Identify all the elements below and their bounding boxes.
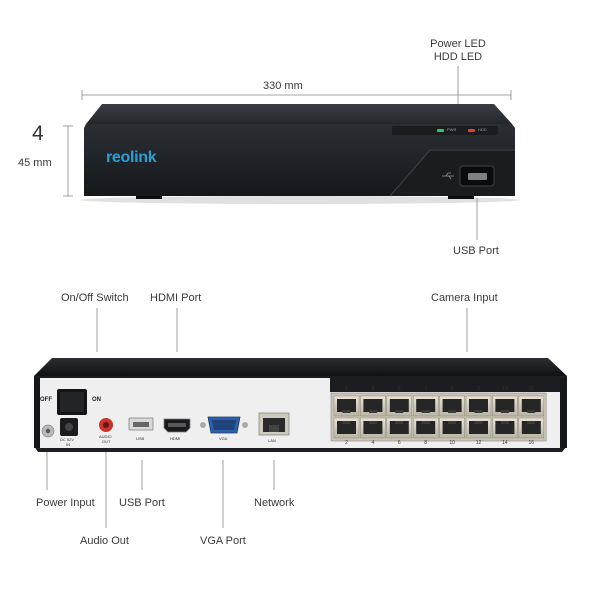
led-hdd-text: HDD	[478, 127, 487, 132]
nvr-front-view	[80, 104, 520, 204]
nvr-rear-view	[34, 358, 567, 452]
front-usb-port	[459, 165, 495, 187]
hdd-led-label: HDD LED	[433, 51, 483, 63]
panel-lan-text: LAN	[268, 438, 276, 443]
height-dimension-line	[63, 125, 73, 197]
poe-port-1	[333, 395, 360, 417]
port-number-top: 15	[528, 386, 535, 392]
usb-icon	[442, 172, 454, 180]
audio-out-label: Audio Out	[80, 535, 129, 547]
port-number-bottom: 12	[475, 440, 482, 446]
port-number-bottom: 4	[371, 440, 375, 446]
port-number-top: 1	[345, 386, 348, 392]
poe-port-13	[492, 395, 518, 417]
port-number-top: 3	[371, 386, 375, 392]
port-number-top: 9	[450, 386, 454, 392]
poe-port-6	[386, 417, 413, 439]
rear-callout-lines	[46, 308, 468, 528]
poe-port-12	[465, 417, 492, 439]
height-glyph: 4	[32, 122, 44, 145]
poe-port-11	[465, 395, 492, 417]
front-usb-label: USB Port	[453, 245, 499, 257]
poe-port-14	[492, 417, 518, 439]
hdmi-port	[163, 418, 191, 433]
audio-out-jack	[99, 418, 113, 432]
poe-port-9	[439, 395, 465, 417]
port-number-bottom: 14	[502, 440, 508, 446]
panel-off-text: OFF	[40, 397, 52, 403]
power-input-label: Power Input	[36, 497, 95, 509]
port-number-bottom: 6	[397, 440, 401, 446]
width-label: 330 mm	[263, 80, 303, 92]
power-led-label: Power LED	[430, 38, 486, 50]
hdmi-port-label: HDMI Port	[150, 292, 202, 304]
poe-port-10	[439, 417, 465, 439]
camera-input-ports	[330, 392, 547, 442]
led-pwr-text: PWR	[447, 127, 457, 132]
panel-dc-text: DC 52V	[60, 437, 75, 442]
hdd-led	[468, 129, 475, 132]
poe-port-15	[518, 395, 545, 417]
rear-usb-port	[128, 417, 154, 431]
poe-port-5	[386, 395, 413, 417]
poe-port-8	[412, 417, 439, 439]
vga-port	[200, 416, 248, 434]
panel-dc-in-text: IN	[66, 442, 70, 447]
port-number-bottom: 8	[424, 440, 428, 446]
port-number-top: 5	[397, 386, 401, 392]
power-switch	[57, 389, 87, 415]
dc-power-jack	[41, 418, 78, 438]
poe-port-3	[360, 395, 386, 417]
panel-usb-text: USB	[136, 436, 145, 441]
poe-port-4	[360, 417, 386, 439]
port-number-top: 7	[424, 386, 428, 392]
panel-hdmi-text: HDMI	[170, 436, 181, 441]
panel-on-text: ON	[92, 397, 101, 403]
port-number-bottom: 10	[449, 440, 455, 446]
poe-port-2	[333, 417, 360, 439]
port-number-top: 11	[475, 386, 482, 392]
on-off-switch-label: On/Off Switch	[61, 292, 129, 304]
vga-port-label: VGA Port	[200, 535, 246, 547]
poe-port-16	[518, 417, 545, 439]
camera-input-label: Camera Input	[431, 292, 498, 304]
network-label: Network	[254, 497, 295, 509]
height-label: 45 mm	[18, 157, 52, 169]
lan-port	[258, 412, 290, 436]
led-label: Power LED HDD LED	[418, 38, 498, 64]
poe-port-7	[412, 395, 439, 417]
power-led	[437, 129, 444, 132]
panel-audio-out-text: OUT	[102, 439, 111, 444]
port-number-bottom: 2	[345, 440, 348, 446]
panel-vga-text: VGA	[219, 436, 228, 441]
port-number-top: 13	[502, 386, 508, 392]
brand-logo: reolink	[106, 149, 157, 166]
width-dimension-line	[81, 90, 512, 100]
panel-audio-text: AUDIO	[99, 434, 112, 439]
port-number-bottom: 16	[528, 440, 535, 446]
rear-usb-port-label: USB Port	[119, 497, 165, 509]
